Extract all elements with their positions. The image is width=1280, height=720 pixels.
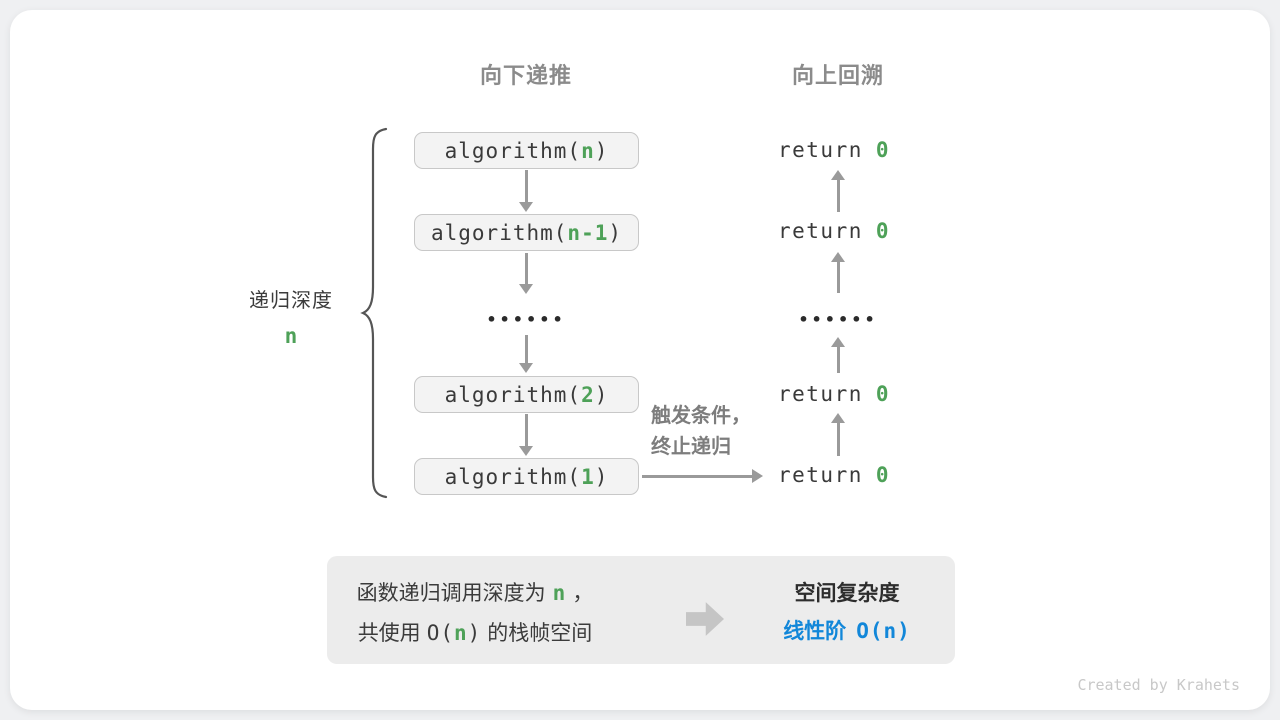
header-downward-recursion: 向下递推: [479, 63, 572, 88]
arrow-down-icon: [519, 253, 533, 294]
space-complexity-title: 空间复杂度: [794, 582, 900, 605]
call-box-algorithm-2: algorithm(2): [414, 376, 639, 413]
recursion-depth-label: 递归深度: [249, 290, 333, 312]
summary-line1-var: n: [552, 581, 566, 605]
arrow-down-icon: [519, 414, 533, 456]
call-box-algorithm-n-1: algorithm(n-1): [414, 214, 639, 251]
call-box-text: algorithm(n): [444, 138, 609, 163]
termination-note: 触发条件， 终止递归: [651, 401, 751, 463]
header-upward-backtracking: 向上回溯: [791, 63, 884, 88]
recursion-depth-label-group: 递归深度 n: [221, 284, 361, 348]
space-complexity-expr: O(n): [856, 619, 911, 643]
call-box-algorithm-n: algorithm(n): [414, 132, 639, 169]
credit-text: Created by Krahets: [1077, 676, 1240, 694]
curly-brace: [360, 127, 388, 499]
recursion-depth-value: n: [284, 324, 298, 348]
arrow-up-icon: [831, 413, 845, 456]
arrow-down-icon: [519, 335, 533, 373]
call-box-text: algorithm(n-1): [430, 220, 623, 245]
arrow-up-icon: [831, 337, 845, 373]
summary-line2-expr: O(n): [426, 621, 482, 645]
ellipsis-right: ••••••: [798, 310, 878, 329]
arrow-up-icon: [831, 252, 845, 293]
call-box-text: algorithm(1): [444, 464, 609, 489]
arrow-right-icon: [642, 469, 763, 483]
termination-note-line2: 终止递归: [651, 436, 731, 458]
call-box-text: algorithm(2): [444, 382, 609, 407]
arrow-down-icon: [519, 170, 533, 212]
arrow-up-icon: [831, 170, 845, 212]
ellipsis-left: ••••••: [486, 310, 566, 329]
termination-note-line1: 触发条件，: [651, 405, 751, 427]
summary-panel: [327, 556, 955, 664]
call-box-algorithm-1: algorithm(1): [414, 458, 639, 495]
